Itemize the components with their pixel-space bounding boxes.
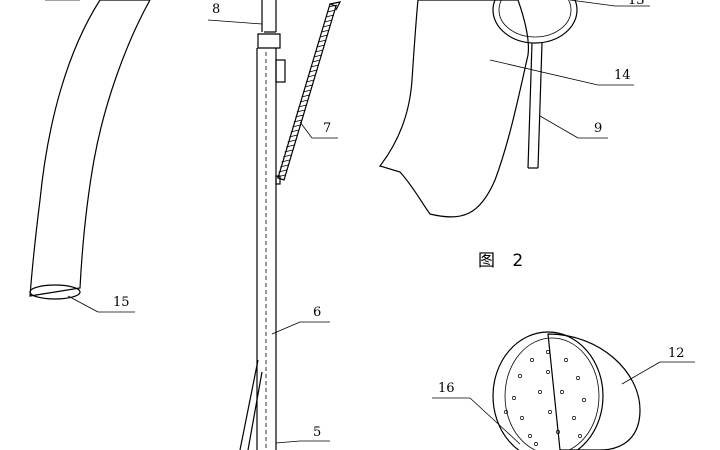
perforation-hole bbox=[576, 376, 580, 380]
leader-14 bbox=[489, 59, 599, 86]
leader-12 bbox=[621, 361, 661, 385]
label-7: 7 bbox=[323, 121, 331, 136]
mesh-tube-part-15 bbox=[29, 0, 151, 300]
perforation-hole bbox=[504, 410, 508, 414]
label-16: 16 bbox=[438, 381, 455, 396]
label-9: 9 bbox=[594, 121, 602, 136]
label-12: 12 bbox=[668, 346, 685, 361]
mesh-ring-part-13 bbox=[492, 0, 578, 44]
leader-5 bbox=[275, 440, 301, 444]
perforation-hole bbox=[518, 374, 522, 378]
leader-13 bbox=[569, 0, 616, 7]
dome-shell-part-12 bbox=[547, 333, 641, 450]
perforation-hole bbox=[546, 350, 550, 354]
perforation-holes bbox=[504, 350, 586, 446]
pole-assembly bbox=[239, 0, 286, 450]
figure-2-caption: 图 2 bbox=[478, 251, 529, 271]
leader-15 bbox=[67, 295, 99, 313]
perforated-face-part-16 bbox=[492, 331, 604, 450]
label-6: 6 bbox=[313, 305, 321, 320]
saw-blade-part-7 bbox=[276, 1, 342, 181]
label-5: 5 bbox=[313, 425, 321, 440]
label-14: 14 bbox=[614, 68, 631, 83]
label-13: 13 bbox=[628, 0, 645, 8]
leader-9 bbox=[539, 115, 579, 139]
perforation-hole bbox=[530, 358, 534, 362]
perforation-hole bbox=[520, 416, 524, 420]
label-15: 15 bbox=[113, 295, 130, 310]
perforated-dome bbox=[492, 331, 641, 450]
leader-8 bbox=[207, 19, 263, 25]
perforation-hole bbox=[578, 434, 582, 438]
figure-2 bbox=[378, 0, 578, 218]
perforation-hole bbox=[548, 410, 552, 414]
perforation-hole bbox=[534, 442, 538, 446]
perforation-hole bbox=[528, 434, 532, 438]
perforation-hole bbox=[564, 358, 568, 362]
perforation-hole bbox=[556, 430, 560, 434]
label-8: 8 bbox=[212, 2, 220, 17]
perforation-hole bbox=[512, 396, 516, 400]
leader-16-diag bbox=[469, 397, 521, 445]
perforation-hole bbox=[572, 416, 576, 420]
perforation-hole bbox=[560, 390, 564, 394]
leader-6 bbox=[271, 321, 301, 335]
perforation-hole bbox=[538, 390, 542, 394]
leader-7 bbox=[299, 121, 313, 139]
mesh-cloth-part-14 bbox=[378, 0, 530, 218]
perforation-hole bbox=[546, 370, 550, 374]
handle-part-9 bbox=[527, 42, 533, 169]
perforation-hole bbox=[582, 398, 586, 402]
